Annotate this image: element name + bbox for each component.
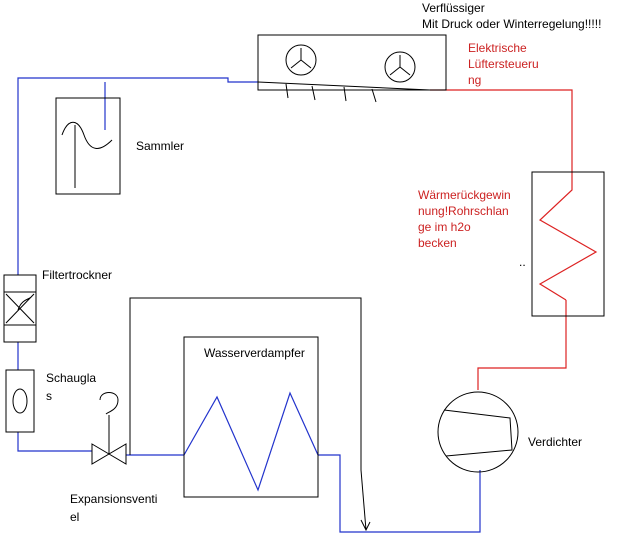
pipe-evaporator-to-compressor — [318, 454, 481, 533]
filter-dryer-cross — [5, 293, 35, 324]
collector — [55, 97, 121, 195]
pipe-condenser-to-collector — [17, 77, 258, 275]
water-evaporator-label: Wasserverdampfer — [204, 346, 305, 360]
compressor — [437, 391, 519, 473]
expansion-valve — [91, 392, 127, 465]
fan-control-label-3: ng — [468, 73, 481, 87]
fan-control-label-2: Lüftersteueru — [468, 57, 539, 71]
heat-recovery-label-3: ge im h2o — [418, 220, 471, 234]
fan-control-label-1: Elektrische — [468, 41, 527, 55]
evaporator-coil — [183, 391, 319, 492]
fan-icon — [384, 51, 416, 83]
red-piping — [430, 89, 598, 390]
liquid-level-wave — [61, 121, 113, 149]
heat-recovery-coil — [538, 172, 598, 301]
pipe-heat-recovery-to-compressor — [477, 300, 567, 390]
condenser-housing — [257, 34, 447, 91]
water-evaporator — [129, 297, 371, 532]
sight-glass-housing — [5, 369, 35, 433]
sight-glass-label-1: Schaugla — [46, 371, 96, 385]
expansion-valve-label-2: el — [70, 510, 79, 524]
collector-label: Sammler — [136, 139, 184, 153]
heat-recovery-dots: .. — [519, 255, 526, 269]
heat-recovery-tank — [531, 171, 605, 317]
heat-recovery-label-2: nung!Rohrschlan — [418, 204, 509, 218]
pipe-sightglass-to-valve — [17, 432, 92, 452]
pipe-condenser-to-heat-recovery — [430, 89, 573, 172]
expansion-valve-bulb — [99, 392, 119, 415]
filter-dryer-label: Filtertrockner — [42, 268, 112, 282]
evaporator-bypass-line — [129, 297, 371, 532]
filter-dryer — [3, 274, 37, 343]
fan-icon — [285, 44, 317, 76]
heat-recovery-label-4: becken — [418, 236, 457, 250]
expansion-valve-body — [91, 443, 127, 465]
blue-piping — [17, 77, 481, 533]
compressor-symbol — [443, 409, 513, 457]
heat-recovery-label-1: Wärmerückgewin — [418, 188, 511, 202]
filter-dryer-housing — [3, 274, 37, 343]
collector-housing — [55, 97, 121, 195]
condenser-note: Mit Druck oder Winterregelung!!!!! — [422, 17, 601, 31]
condenser-label: Verflüssiger — [422, 1, 485, 15]
condenser — [257, 34, 447, 103]
compressor-housing — [437, 391, 519, 473]
sight-glass-window — [12, 388, 28, 414]
sight-glass-label-2: s — [46, 389, 52, 403]
condenser-coil — [257, 81, 431, 103]
sight-glass — [5, 369, 35, 433]
compressor-label: Verdichter — [528, 435, 582, 449]
expansion-valve-label-1: Expansionsventi — [70, 492, 157, 506]
water-evaporator-housing — [183, 336, 319, 498]
